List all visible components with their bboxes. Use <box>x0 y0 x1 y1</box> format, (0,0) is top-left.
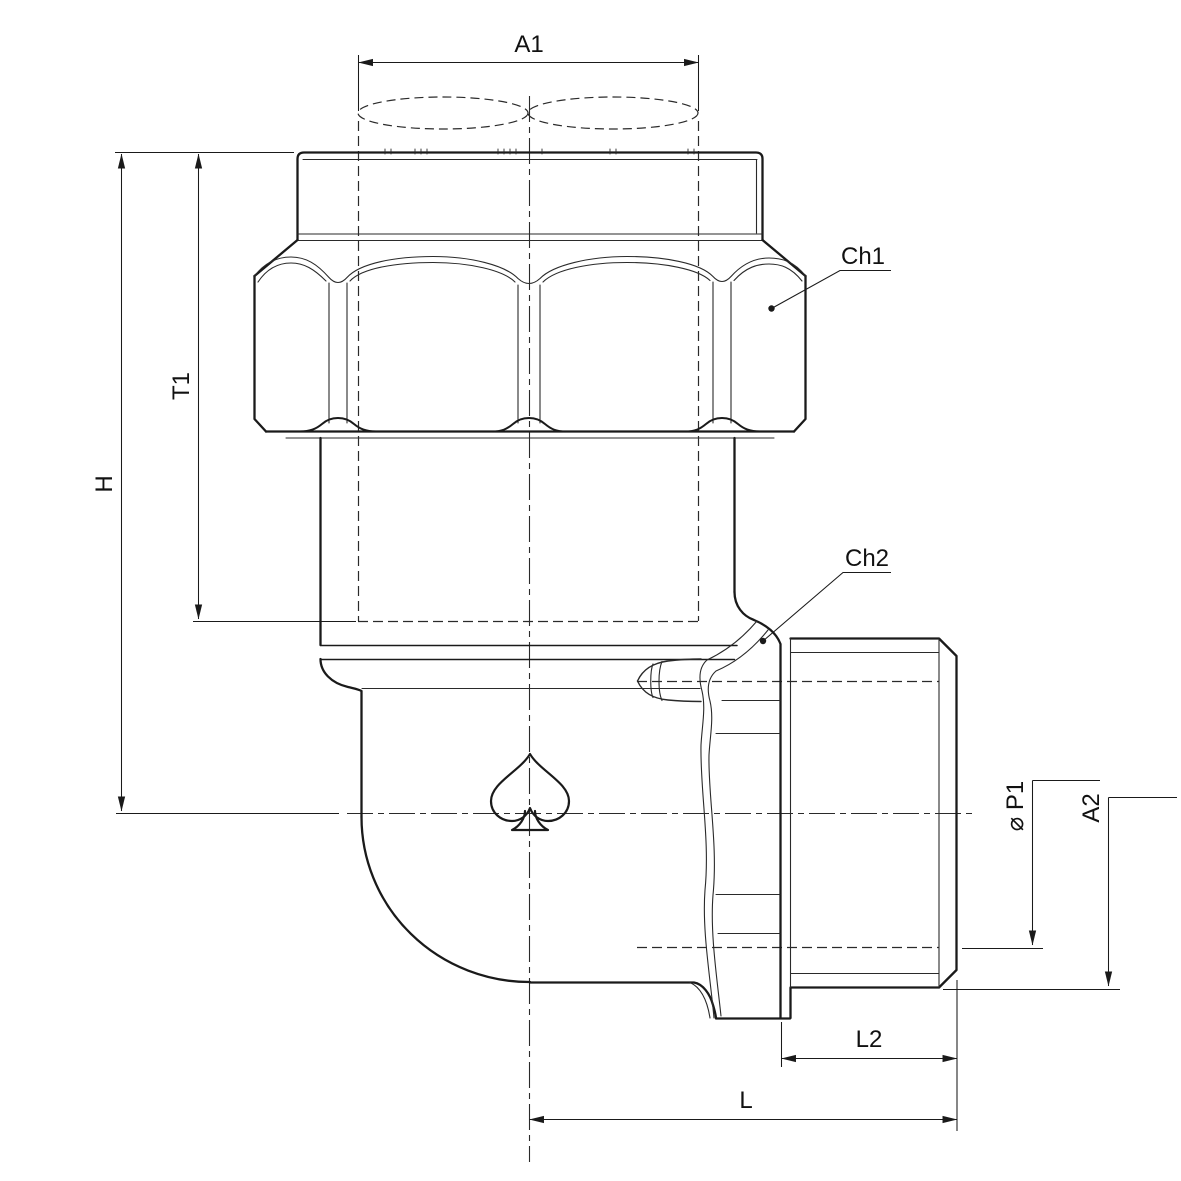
spade-logo <box>489 752 571 832</box>
knurl-ticks <box>384 148 695 155</box>
dim-label-p1: ⌀ P1 <box>1002 781 1029 831</box>
dim-t1: T1 <box>168 153 356 623</box>
dim-l2: L2 <box>780 980 958 1131</box>
dim-label-t1: T1 <box>168 372 195 400</box>
leader-ch1: Ch1 <box>768 243 891 312</box>
dim-label-l2: L2 <box>856 1026 883 1053</box>
nose-detail <box>636 658 702 703</box>
dim-p1: ⌀ P1 <box>962 779 1100 950</box>
dimensions: A1 H T1 Ch1 Ch2 ⌀ P1 <box>91 31 1177 1131</box>
dim-label-l: L <box>739 1087 752 1114</box>
hidden-thread-lines <box>357 96 939 949</box>
compression-nut <box>253 238 807 439</box>
fitting-body <box>319 436 792 1020</box>
leader-ch2: Ch2 <box>759 545 891 645</box>
dim-l: L <box>529 1087 958 1124</box>
cap-tailpiece <box>296 148 764 242</box>
dim-label-a1: A1 <box>514 31 543 58</box>
dim-label-ch2: Ch2 <box>845 545 889 572</box>
dim-a1: A1 <box>357 31 700 111</box>
dim-a2: A2 <box>943 793 1177 991</box>
dim-label-ch1: Ch1 <box>841 243 885 270</box>
dim-label-h: H <box>91 475 118 492</box>
dim-label-a2: A2 <box>1078 793 1105 822</box>
parting-line <box>707 629 769 1017</box>
dim-h: H <box>91 151 339 815</box>
parting-line <box>699 620 758 1019</box>
centerlines <box>347 96 972 1162</box>
male-thread <box>789 637 958 989</box>
